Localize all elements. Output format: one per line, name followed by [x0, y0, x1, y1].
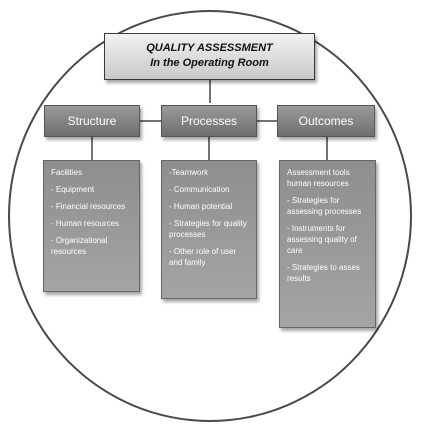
list-item: - Other role of user and family	[169, 247, 237, 267]
list-item: - Instruments for assessing quality of c…	[287, 224, 357, 255]
processes-header: Processes	[161, 105, 257, 137]
list-item: Facilities	[51, 168, 83, 177]
list-item: - Financial resources	[51, 202, 126, 211]
list-item: -Teamwork	[169, 168, 209, 177]
structure-header: Structure	[44, 105, 140, 137]
list-item: - Human potential	[169, 202, 233, 211]
processes-list: -Teamwork - Communication - Human potent…	[161, 160, 257, 299]
structure-list: Facilities - Equipment - Financial resou…	[43, 160, 140, 292]
list-item: Assessment tools human resources	[287, 168, 350, 188]
title-line-1: QUALITY ASSESSMENT	[146, 42, 273, 54]
outcomes-header: Outcomes	[277, 105, 375, 137]
list-item: - Human resources	[51, 219, 120, 228]
list-item: - Strategies to asses results	[287, 263, 360, 283]
list-item: - Organizational resources	[51, 236, 108, 256]
list-item: - Strategies for quality processes	[169, 219, 247, 239]
list-item: - Strategies for assessing processes	[287, 196, 362, 216]
outcomes-list: Assessment tools human resources - Strat…	[279, 160, 376, 328]
title-line-2: In the Operating Room	[150, 57, 269, 69]
list-item: - Equipment	[51, 185, 95, 194]
diagram-title: QUALITY ASSESSMENT In the Operating Room	[104, 33, 315, 80]
list-item: - Communication	[169, 185, 230, 194]
